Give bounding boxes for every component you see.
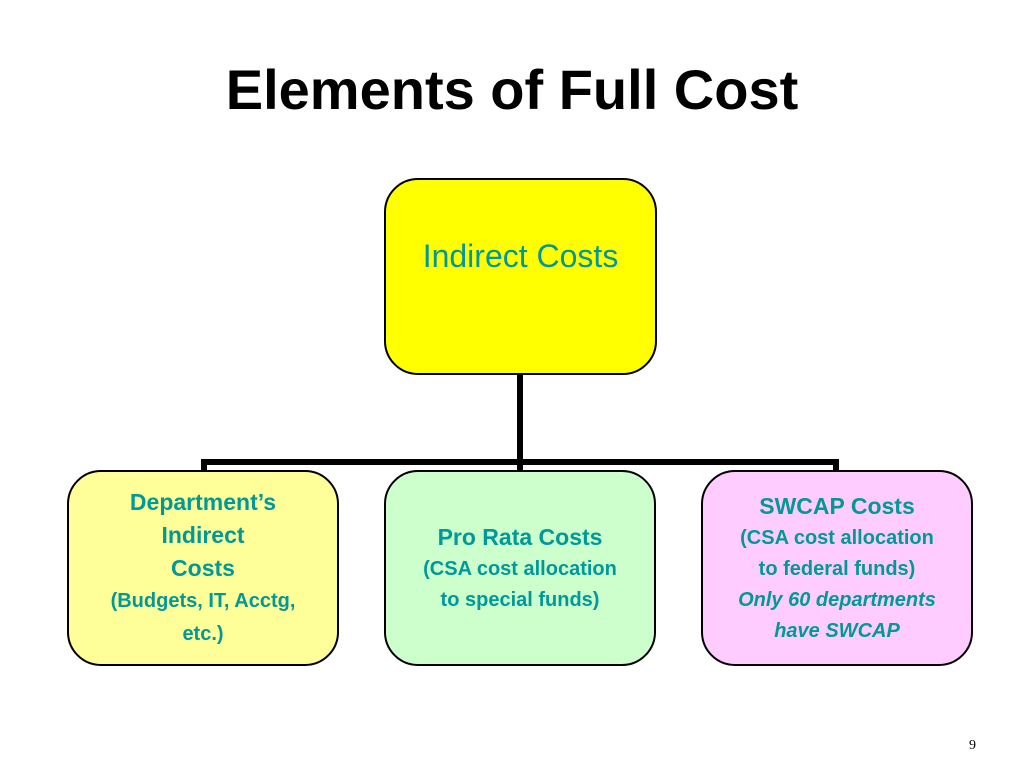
- child1-line-1: Department’s: [129, 488, 277, 515]
- connector-right-drop: [833, 459, 839, 471]
- child1-line-5: etc.): [182, 622, 224, 645]
- child-node-pro-rata: Pro Rata Costs (CSA cost allocation to s…: [384, 470, 656, 666]
- slide-title: Elements of Full Cost: [225, 58, 799, 121]
- root-node-indirect-costs: Indirect Costs: [384, 178, 657, 375]
- child1-line-2: Indirect: [161, 521, 245, 548]
- slide-number: 9: [969, 738, 976, 753]
- connector-middle-drop: [517, 459, 523, 471]
- child1-line-4: (Budgets, IT, Acctg,: [110, 589, 296, 612]
- child3-line-4: Only 60 departments: [738, 588, 936, 611]
- child2-line-3: to special funds): [440, 588, 600, 611]
- child3-line-5: have SWCAP: [774, 619, 900, 642]
- connector-left-drop: [201, 459, 207, 471]
- child1-line-3: Costs: [171, 554, 235, 581]
- connector-root-vertical: [517, 375, 523, 465]
- child3-line-3: to federal funds): [758, 557, 916, 580]
- child3-line-1: SWCAP Costs: [759, 492, 915, 519]
- child2-line-2: (CSA cost allocation: [423, 557, 617, 580]
- root-node-label: Indirect Costs: [422, 238, 619, 274]
- child-node-swcap: SWCAP Costs (CSA cost allocation to fede…: [701, 470, 973, 666]
- child2-line-1: Pro Rata Costs: [437, 523, 603, 550]
- child3-line-2: (CSA cost allocation: [740, 526, 934, 549]
- child-node-department-indirect: Department’s Indirect Costs (Budgets, IT…: [67, 470, 339, 666]
